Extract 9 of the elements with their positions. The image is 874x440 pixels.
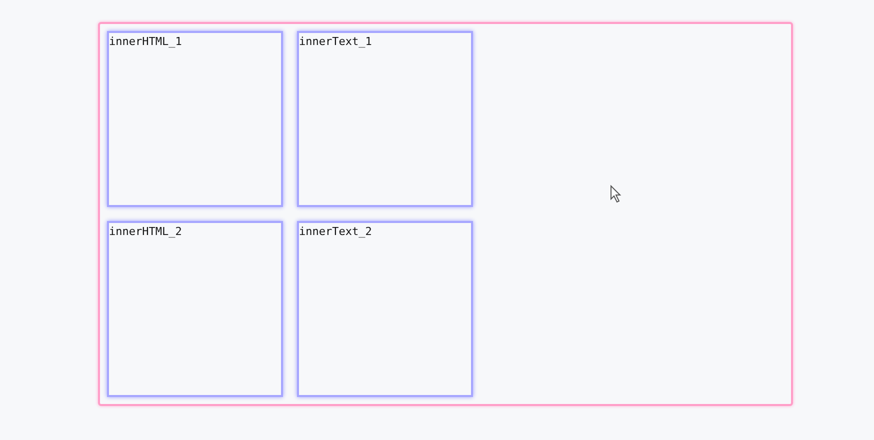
panel-label: innerHTML_1 xyxy=(109,35,182,48)
panel-label: innerText_2 xyxy=(299,225,372,238)
text-panel xyxy=(297,31,473,207)
text-panel xyxy=(107,31,283,207)
text-panel xyxy=(107,221,283,397)
panel-label: innerHTML_2 xyxy=(109,225,182,238)
text-panel xyxy=(297,221,473,397)
container-box xyxy=(98,22,793,406)
panel-label: innerText_1 xyxy=(299,35,372,48)
